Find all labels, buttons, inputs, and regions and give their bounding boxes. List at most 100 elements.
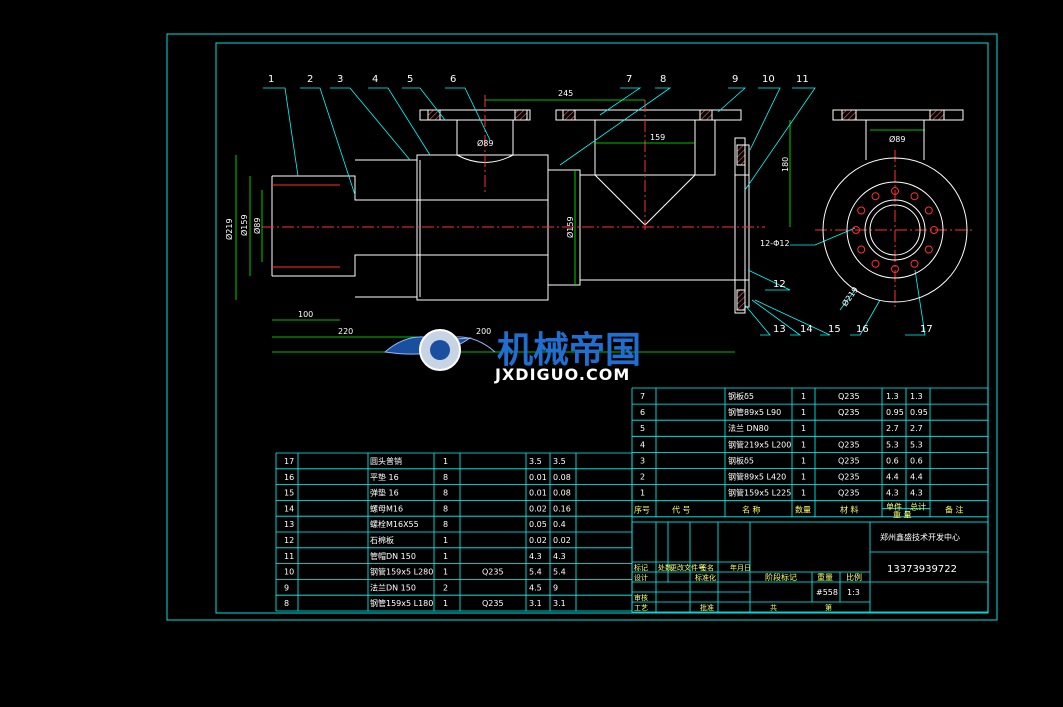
dim-180: 180 — [781, 157, 790, 172]
part-name: 螺栓M16X55 — [370, 519, 419, 529]
part-qty: 1 — [801, 473, 806, 482]
part-no: 11 — [284, 552, 294, 561]
title-count: 处数 — [658, 563, 672, 572]
bolt-hole — [930, 226, 938, 234]
callout-9: 9 — [732, 74, 738, 85]
part-material: Q235 — [482, 599, 504, 608]
title-phone: 13373939722 — [887, 564, 957, 575]
callout-4: 4 — [372, 74, 378, 85]
callout-17: 17 — [920, 324, 933, 335]
part-name: 钢管159x5 L225 — [728, 488, 791, 498]
callout-3: 3 — [337, 74, 343, 85]
part-name: 钢板δ5 — [728, 391, 754, 401]
part-total-weight: 4.3 — [553, 552, 566, 561]
title-mass: #558 — [816, 588, 838, 597]
part-material: Q235 — [838, 473, 860, 482]
dim-100: 100 — [298, 310, 313, 319]
part-name: 钢管159x5 L180 — [370, 598, 433, 608]
header-remark: 备 注 — [945, 505, 964, 515]
dim-phi89-nozzle: Ø89 — [477, 138, 493, 148]
part-unit-weight: 0.01 — [529, 489, 547, 498]
title-block — [631, 521, 989, 613]
title-design: 设计 — [634, 573, 648, 582]
part-total-weight: 5.4 — [553, 568, 566, 577]
part-material: Q235 — [838, 489, 860, 498]
part-qty: 8 — [443, 520, 448, 529]
part-total-weight: 9 — [553, 583, 558, 592]
part-total-weight: 3.1 — [553, 599, 566, 608]
dim-245: 245 — [558, 89, 573, 98]
watermark-en: JXDIGUO.COM — [494, 365, 630, 384]
part-qty: 1 — [801, 456, 806, 465]
end-view — [822, 109, 968, 303]
title-sheet2: 第 — [825, 603, 832, 612]
part-name: 钢板δ5 — [728, 455, 754, 465]
part-qty: 1 — [801, 489, 806, 498]
part-material: Q235 — [838, 392, 860, 401]
part-total-weight: 5.3 — [910, 440, 923, 449]
part-unit-weight: 4.3 — [886, 489, 899, 498]
title-scale-label: 比例 — [846, 572, 862, 582]
part-no: 6 — [640, 408, 645, 417]
callout-5: 5 — [407, 74, 413, 85]
dim-phi89-inlet: Ø89 — [252, 218, 262, 234]
callout-1: 1 — [268, 74, 274, 85]
part-total-weight: 4.3 — [910, 489, 923, 498]
title-docno: 更改文件号 — [670, 563, 705, 572]
bolt-hole — [910, 192, 919, 201]
title-company: 郑州鑫盛技术开发中心 — [880, 532, 960, 542]
part-material: Q235 — [838, 440, 860, 449]
watermark-cn: 机械帝国 — [497, 330, 641, 371]
part-name: 法兰DN 150 — [370, 582, 416, 592]
part-total-weight: 0.08 — [553, 473, 571, 482]
part-unit-weight: 0.05 — [529, 520, 547, 529]
title-mark: 标记 — [634, 563, 648, 572]
callout-10: 10 — [762, 74, 775, 85]
part-qty: 1 — [443, 457, 448, 466]
part-qty: 2 — [443, 583, 448, 592]
part-name: 钢管89x5 L90 — [728, 407, 781, 417]
header-code: 代 号 — [672, 505, 691, 515]
part-name: 钢管159x5 L280 — [370, 567, 433, 577]
callout-14: 14 — [800, 324, 813, 335]
part-name: 石棉板 — [370, 535, 394, 545]
watermark-logo: 机械帝国 JXDIGUO.COM — [383, 329, 641, 384]
part-total-weight: 0.02 — [553, 536, 571, 545]
part-qty: 1 — [443, 599, 448, 608]
part-qty: 8 — [443, 504, 448, 513]
part-no: 3 — [640, 456, 645, 465]
part-name: 钢管219x5 L200 — [728, 439, 791, 449]
part-no: 9 — [284, 583, 289, 592]
header-material: 材 料 — [840, 505, 859, 515]
title-std: 标准化 — [695, 573, 716, 582]
part-total-weight: 0.08 — [553, 489, 571, 498]
callout-15: 15 — [828, 324, 841, 335]
part-no: 12 — [284, 536, 294, 545]
part-material: Q235 — [482, 568, 504, 577]
part-unit-weight: 1.3 — [886, 392, 899, 401]
side-view — [271, 119, 750, 314]
part-total-weight: 2.7 — [910, 424, 923, 433]
callout-11: 11 — [796, 74, 809, 85]
part-qty: 1 — [801, 424, 806, 433]
header-name: 名 称 — [742, 505, 761, 515]
part-total-weight: 0.4 — [553, 520, 566, 529]
part-total-weight: 4.4 — [910, 473, 923, 482]
bolt-hole — [871, 259, 880, 268]
part-unit-weight: 4.5 — [529, 583, 542, 592]
part-no: 13 — [284, 520, 294, 529]
part-qty: 1 — [443, 552, 448, 561]
part-qty: 1 — [443, 568, 448, 577]
dim-220: 220 — [338, 327, 353, 336]
part-unit-weight: 0.02 — [529, 504, 547, 513]
part-unit-weight: 5.3 — [886, 440, 899, 449]
bolt-hole — [924, 245, 933, 254]
callout-16: 16 — [856, 324, 869, 335]
part-unit-weight: 0.95 — [886, 408, 904, 417]
title-date: 年月日 — [730, 563, 751, 572]
part-unit-weight: 2.7 — [886, 424, 899, 433]
title-stage-label: 阶段标记 — [765, 572, 797, 582]
